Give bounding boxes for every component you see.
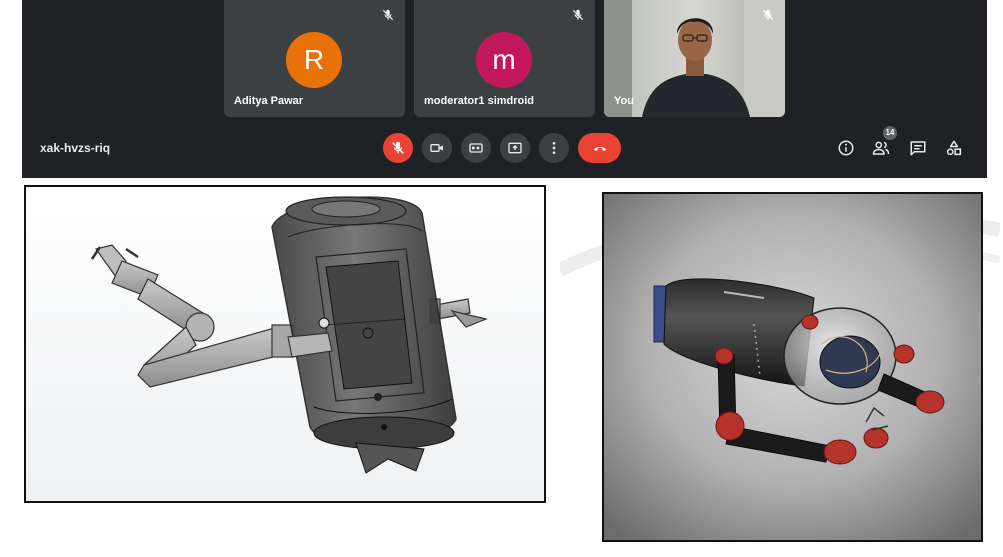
rendered-robot-drawing bbox=[604, 194, 981, 540]
cad-robot-drawing bbox=[26, 187, 544, 501]
participant-name: moderator1 simdroid bbox=[424, 95, 535, 107]
meeting-code: xak-hvzs-riq bbox=[40, 141, 111, 155]
mic-toggle-button[interactable] bbox=[383, 133, 413, 163]
self-video-tile[interactable]: You bbox=[604, 0, 785, 117]
participant-name: You bbox=[614, 95, 634, 107]
people-button[interactable] bbox=[869, 136, 893, 160]
camera-toggle-button[interactable] bbox=[422, 133, 452, 163]
more-options-button[interactable] bbox=[539, 133, 569, 163]
participant-tile[interactable]: R Aditya Pawar bbox=[224, 0, 405, 117]
meet-window: R Aditya Pawar m moderator1 simdroid bbox=[22, 0, 987, 178]
camera-icon bbox=[430, 144, 443, 152]
more-vert-icon bbox=[552, 142, 556, 154]
mic-off-icon bbox=[382, 9, 394, 21]
mic-off-icon bbox=[572, 9, 584, 21]
rendered-model-image bbox=[602, 192, 983, 542]
present-screen-button[interactable] bbox=[500, 133, 530, 163]
cad-model-image bbox=[24, 185, 546, 503]
activities-button[interactable] bbox=[942, 136, 966, 160]
call-end-icon bbox=[593, 146, 606, 151]
captions-icon bbox=[469, 143, 483, 153]
mic-off-icon bbox=[392, 142, 404, 154]
chat-icon bbox=[910, 141, 926, 156]
participant-count-badge: 14 bbox=[883, 126, 897, 140]
leave-call-button[interactable] bbox=[578, 133, 621, 163]
present-icon bbox=[508, 142, 522, 154]
captions-button[interactable] bbox=[461, 133, 491, 163]
participant-name: Aditya Pawar bbox=[234, 95, 304, 107]
avatar: R bbox=[286, 32, 342, 88]
people-icon bbox=[872, 141, 890, 155]
self-camera-video bbox=[604, 0, 785, 117]
meeting-details-button[interactable] bbox=[834, 136, 858, 160]
info-icon bbox=[838, 140, 854, 156]
activities-icon bbox=[946, 140, 962, 156]
participant-tile[interactable]: m moderator1 simdroid bbox=[414, 0, 595, 117]
avatar: m bbox=[476, 32, 532, 88]
chat-button[interactable] bbox=[906, 136, 930, 160]
mic-off-icon bbox=[762, 9, 774, 21]
